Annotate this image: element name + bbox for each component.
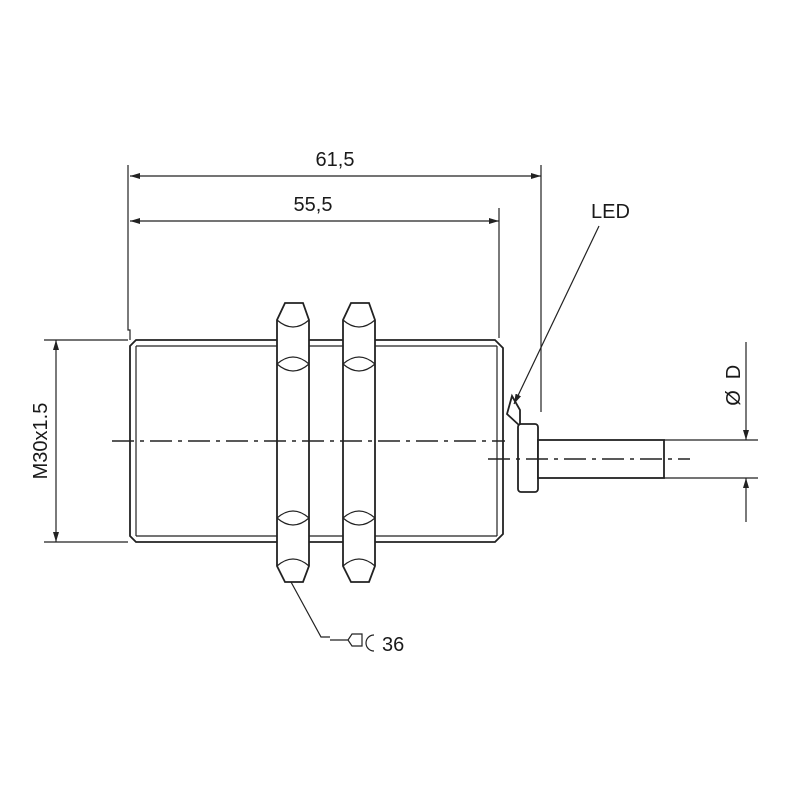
hex-nut-right	[342, 302, 376, 583]
led-callout: LED	[513, 201, 630, 405]
overall-length-label: 61,5	[316, 149, 355, 171]
overall-length-dimension: 61,5	[127, 149, 542, 412]
wrench-size-callout: 36	[290, 581, 404, 656]
cable-diameter-dimension: Ø D	[664, 342, 758, 522]
wrench-icon	[330, 633, 363, 647]
cable-gland	[505, 393, 539, 493]
led-label: LED	[591, 201, 630, 223]
cable-diameter-label: D	[723, 365, 745, 379]
wrench-jaw-icon	[365, 634, 375, 652]
hex-nut-left	[276, 302, 310, 583]
diameter-symbol: Ø	[723, 390, 745, 406]
thread-dimension: M30x1.5	[30, 339, 128, 543]
thread-label: M30x1.5	[30, 403, 52, 480]
body-length-label: 55,5	[294, 194, 333, 216]
body-length-dimension: 55,5	[130, 194, 500, 338]
wrench-size-label: 36	[382, 634, 404, 656]
